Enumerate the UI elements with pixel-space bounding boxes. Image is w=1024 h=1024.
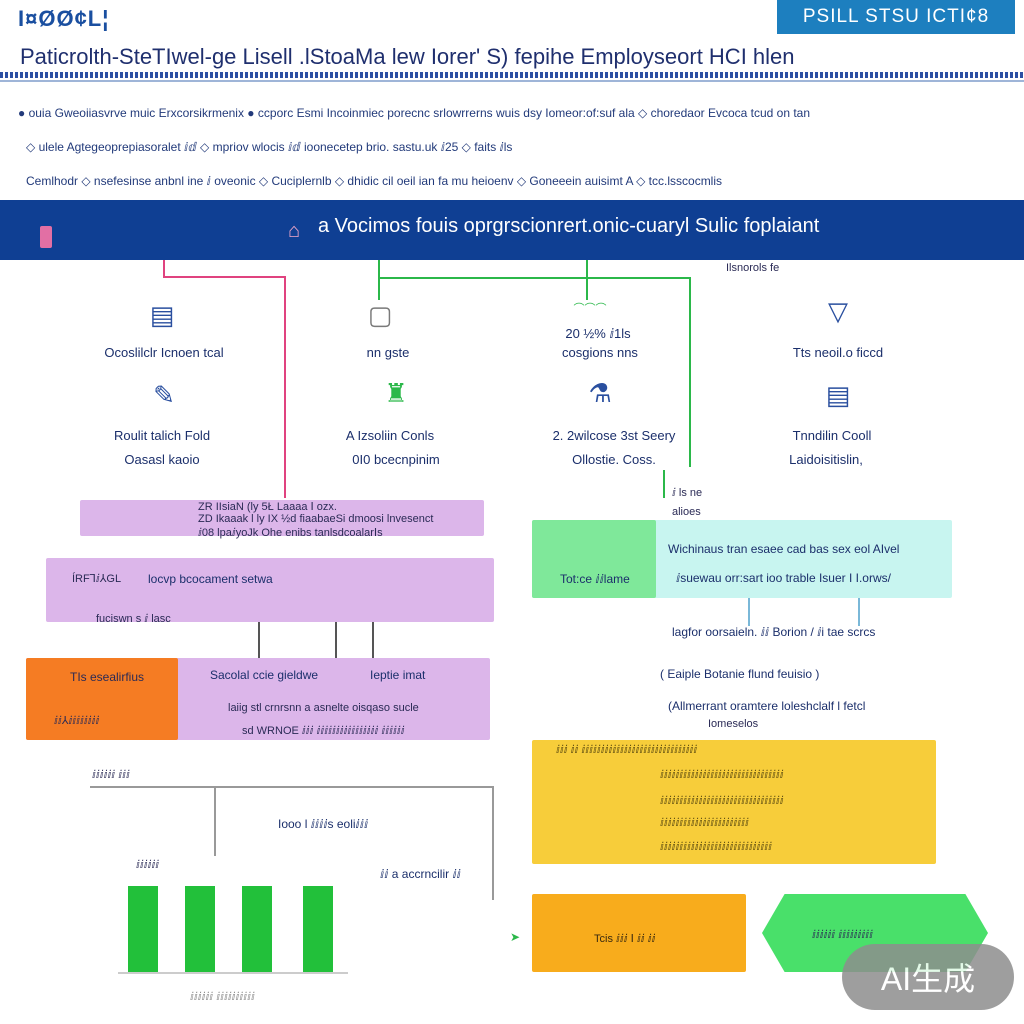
chart-frame-mid	[214, 786, 216, 856]
panel-text: ZR IIsiaN (ly 5Ł Laaaa Ⅰ ozx.	[198, 501, 337, 513]
node-sub-label: Oasasl kaoio	[124, 452, 200, 467]
flask-icon: ⚗	[588, 378, 612, 408]
panel-text: sd WRNOE ⅈⅈⅈ ⅈⅈⅈⅈⅈⅈⅈⅈⅈⅈⅈⅈⅈⅈⅈⅈ ⅈⅈⅈⅈⅈⅈ	[242, 725, 405, 737]
panel-text: Tot:ce ⅈⅈlame	[560, 572, 630, 586]
panel-green-left	[532, 520, 656, 598]
ai-generated-badge: AI生成	[842, 944, 1014, 1010]
node-label: nn gste	[366, 345, 410, 360]
chart-frame-top	[90, 786, 494, 788]
legend-line-2: ◇ ulele Agtegeoprepiasoralet ⅈⅆ ◇ mpriov…	[26, 140, 513, 154]
panel-yellow-line: ⅈⅈⅈⅈⅈⅈⅈⅈⅈⅈⅈⅈⅈⅈⅈⅈⅈⅈⅈⅈⅈⅈⅈⅈⅈⅈⅈⅈⅈⅈⅈⅈ	[660, 769, 784, 781]
legend-line-3: Cemlhodr ◇ nsefesinse anbnl ine ⅈ oveoni…	[26, 174, 723, 188]
panel-yellow-line: ⅈⅈⅈⅈⅈⅈⅈⅈⅈⅈⅈⅈⅈⅈⅈⅈⅈⅈⅈⅈⅈⅈⅈ	[660, 817, 749, 829]
title-rule-thin	[0, 80, 1024, 82]
panel-text: ⅈsuewau orr:sart ioo trable Isuer I I.or…	[676, 571, 891, 585]
node-small-label: ⅈ ls ne	[672, 487, 703, 499]
panel-text: Ieptie imat	[370, 668, 426, 682]
bar	[303, 886, 333, 972]
chart-mid-label: Iooo l ⅈⅈⅈⅈs eoliⅈⅈⅈ	[278, 817, 369, 831]
node-label: cosgions nns	[562, 345, 638, 360]
panel-lilac-2	[46, 558, 494, 622]
connector-blue	[748, 598, 750, 626]
chart-side-label: ⅈⅈ a accrncilir ⅈⅈ	[380, 867, 461, 881]
panel-text: Sacolal ccie gieldwe	[210, 668, 319, 682]
header-badge[interactable]: PSILL STSU ICTI¢8	[777, 0, 1015, 34]
node-label: Roulit talich Fold	[113, 428, 211, 443]
connector-dark	[372, 622, 374, 662]
panel-title: locvp bcocament setwa	[148, 572, 273, 586]
legend-line-1: ● ouia Gweoiiasvrve muic Erxcorsikrmenix…	[18, 106, 811, 120]
node-label: 2. 2wilcose 3st Seery	[552, 428, 676, 443]
connector-blue	[858, 598, 860, 626]
chart-frame-right	[492, 786, 494, 900]
panel-text: laiig stl crnrsnn a asnelte oisqaso sucl…	[228, 702, 419, 714]
panel-text: fuciswn s ⅈ lasc	[96, 613, 171, 625]
chart-footer: ⅈⅈⅈⅈⅈⅈ ⅈⅈⅈⅈⅈⅈⅈⅈⅈⅈ	[190, 991, 255, 1003]
document-icon: ▤	[825, 380, 851, 410]
bar	[128, 886, 158, 972]
node-sub-label: Ollostie. Coss.	[572, 452, 656, 467]
connector-dark	[258, 622, 260, 662]
panel-lilac-1	[80, 500, 484, 536]
annotation-text: (Allmerrant oramtere loleshclalf l fetcl	[668, 699, 866, 713]
node-sub-label: 0I0 bcecnpinim	[352, 452, 440, 467]
bar	[242, 886, 272, 972]
document-icon: ▤	[149, 300, 175, 330]
panel-text: Tcis ⅈⅈⅈ Ⅰ ⅈⅈ ⅈⅈ	[594, 933, 656, 945]
panel-text: Wichinaus tran esaee cad bas sex eol AIv…	[668, 542, 900, 556]
connector-magenta-h	[163, 276, 285, 278]
banner-title: a Vocimos fouis oprgrscionrert.onic-cuar…	[318, 215, 820, 237]
panel-text: ⅈⅈⅈⅈⅈⅈ ⅈⅈⅈⅈⅈⅈⅈⅈⅈ	[812, 929, 873, 941]
connector-green-v2	[586, 260, 588, 300]
page-title: Paticrolth-SteTIwel-ge Lisell .lStoaMa l…	[20, 44, 795, 69]
bar	[185, 886, 215, 972]
title-rule	[0, 72, 1024, 78]
funnel-icon: ▽	[828, 296, 848, 326]
node-label: A Izsoliin Conls	[345, 428, 435, 443]
annotation-text: ( Eaiple Botanie flund feuisio )	[660, 667, 820, 681]
node-sub-label: Laidoisitislin,	[789, 452, 863, 467]
panel-yellow-line: ⅈⅈⅈⅈⅈⅈⅈⅈⅈⅈⅈⅈⅈⅈⅈⅈⅈⅈⅈⅈⅈⅈⅈⅈⅈⅈⅈⅈⅈ	[660, 841, 772, 853]
connector-magenta-stub	[163, 260, 165, 278]
bottle-icon: ♜	[384, 378, 408, 408]
node-icon-label: ⌒⌒⌒	[573, 303, 607, 315]
annotation-text: lagfor oorsaieln. ⅈⅈ Borion / ⅈi tae scr…	[672, 625, 876, 639]
node-label: Ocoslilclr Icnoen tcal	[104, 345, 224, 360]
node-label: Tts neoil.o ficcd	[792, 345, 884, 360]
chart-header: ⅈⅈⅈⅈⅈⅈ ⅈⅈⅈ	[92, 769, 130, 781]
frame-icon: ▢	[367, 300, 393, 330]
connector-dark	[335, 622, 337, 662]
node-small-label: alioes	[672, 506, 701, 518]
section-banner	[0, 200, 1024, 260]
panel-orange	[26, 658, 178, 740]
panel-text: ⅈ08 lpaⅈyoJk Ohe enibs tanlsdcoalarⅠs	[198, 527, 383, 539]
app-logo: I¤ØØ¢L¦	[18, 6, 110, 31]
chart-bars-label: ⅈⅈⅈⅈⅈⅈ	[136, 859, 160, 871]
panel-left-label: ÍRF⅂ⅈ⅄GL	[72, 573, 122, 585]
panel-orange-title: TIs esealirfius	[70, 670, 145, 684]
edit-icon: ✎	[153, 380, 175, 410]
house-icon: ⌂	[288, 220, 301, 242]
annotation-text: Iomeselos	[708, 718, 759, 730]
panel-orange-sub: ⅈⅈ⅄ⅈⅈⅈⅈⅈⅈⅈⅈ	[54, 715, 100, 727]
node-label: Tnndilin Cooll	[792, 428, 872, 443]
chart-baseline	[118, 972, 348, 974]
node-label: 20 ½% ⅈ1ls	[565, 326, 631, 341]
panel-yellow-header: ⅈⅈⅈ ⅈⅈ ⅈⅈⅈⅈⅈⅈⅈⅈⅈⅈⅈⅈⅈⅈⅈⅈⅈⅈⅈⅈⅈⅈⅈⅈⅈⅈⅈⅈⅈⅈ	[556, 744, 698, 756]
panel-yellow-line: ⅈⅈⅈⅈⅈⅈⅈⅈⅈⅈⅈⅈⅈⅈⅈⅈⅈⅈⅈⅈⅈⅈⅈⅈⅈⅈⅈⅈⅈⅈⅈⅈ	[660, 795, 784, 807]
panel-orange-right	[532, 894, 746, 972]
connector-green-v4	[663, 470, 665, 498]
panel-yellow	[532, 740, 936, 864]
connector-magenta-v	[284, 276, 286, 498]
connector-green-v1	[378, 260, 380, 300]
arrow-icon: ➤	[510, 930, 521, 944]
panel-text: ZD Ikaaak l ly IX ½d fiaabaeSi dmoosi ln…	[198, 513, 434, 525]
node-small-label: Ilsnorols fe	[726, 262, 780, 274]
connector-green-v3	[689, 277, 691, 467]
pink-bar-icon	[40, 226, 52, 248]
connector-green-h	[378, 277, 690, 279]
